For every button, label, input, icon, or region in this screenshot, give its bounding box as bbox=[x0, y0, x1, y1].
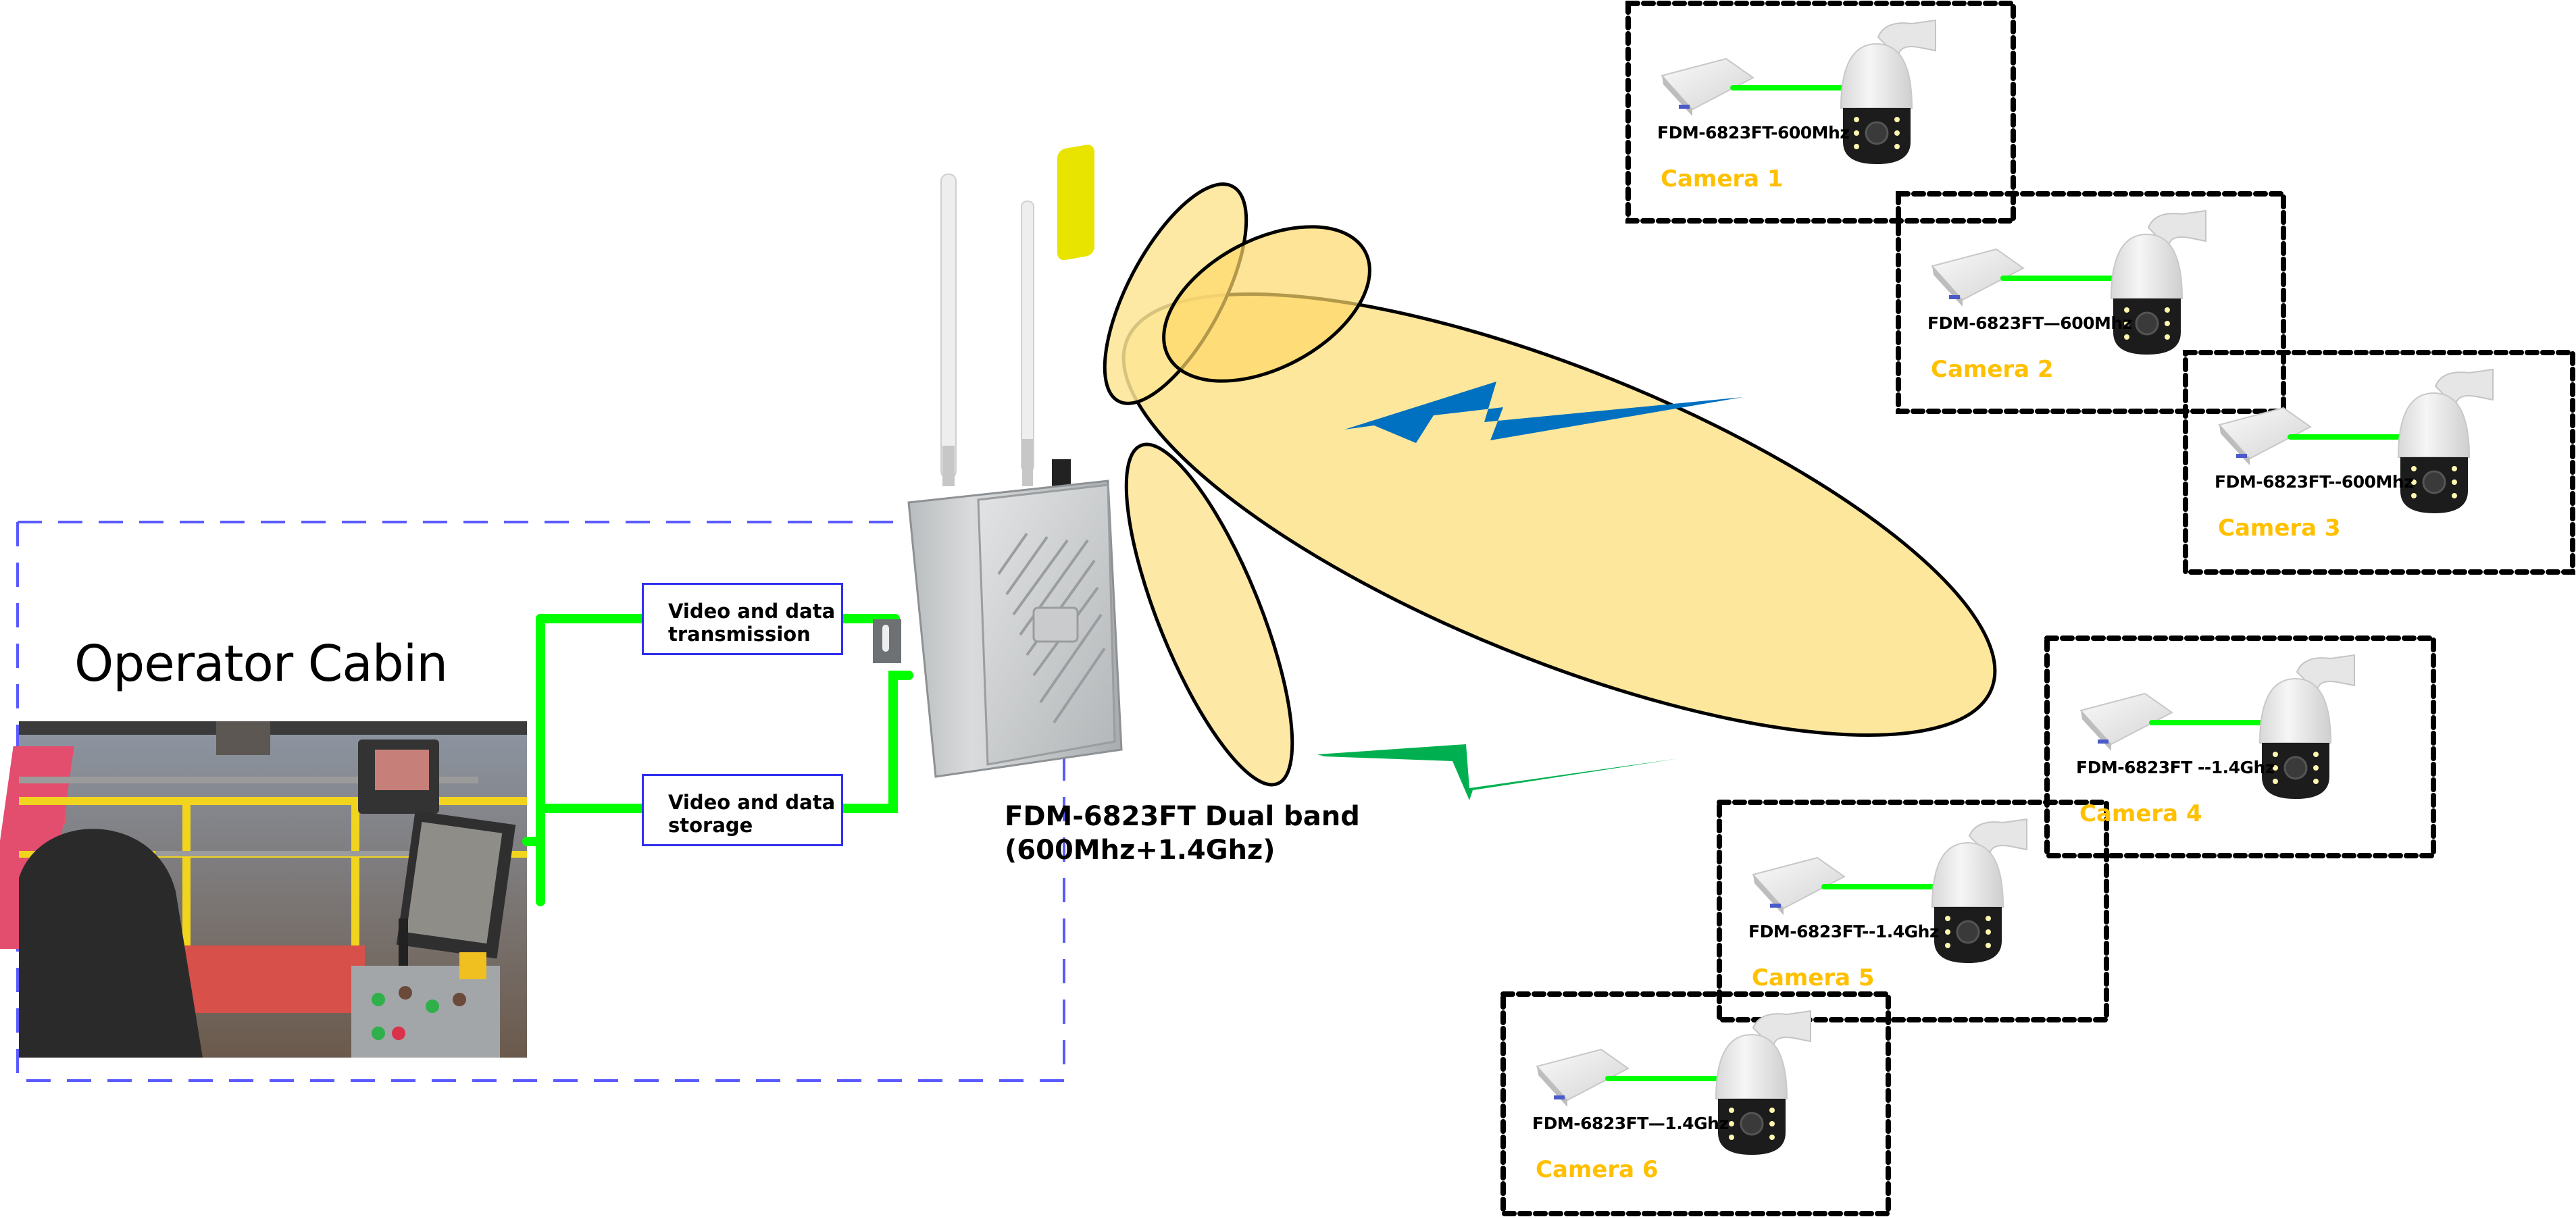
camera-box-border bbox=[1717, 800, 2109, 1022]
camera-unit-5 bbox=[1717, 800, 2109, 1022]
camera-unit-2 bbox=[1896, 191, 2286, 414]
camera-6-name: Camera 6 bbox=[1536, 1156, 1659, 1183]
camera-1-model: FDM-6823FT-600Mhz bbox=[1657, 123, 1850, 142]
camera-unit-1 bbox=[1625, 1, 2016, 224]
camera-box-border bbox=[1500, 991, 1891, 1216]
main-device-label: FDM-6823FT Dual band (600Mhz+1.4Ghz) bbox=[1005, 800, 1360, 867]
camera-unit-3 bbox=[2183, 350, 2575, 575]
transmission-label-line2: transmission bbox=[668, 623, 811, 646]
storage-label-line2: storage bbox=[668, 814, 753, 837]
cabin-boundary bbox=[16, 521, 1065, 1082]
storage-box: Video and data storage bbox=[642, 774, 843, 846]
client-radio-icon bbox=[1661, 57, 1754, 116]
camera-5-model: FDM-6823FT--1.4Ghz bbox=[1748, 922, 1940, 941]
client-radio-icon bbox=[1931, 248, 2025, 307]
transmission-label-line1: Video and data bbox=[668, 600, 836, 623]
camera-3-name: Camera 3 bbox=[2218, 515, 2341, 542]
storage-label-line1: Video and data bbox=[668, 791, 836, 814]
camera-1-name: Camera 1 bbox=[1661, 165, 1784, 192]
main-device bbox=[873, 145, 1123, 778]
radiation-pattern bbox=[1103, 182, 1997, 787]
camera-unit-4 bbox=[2044, 636, 2436, 858]
ptz-camera-icon bbox=[1840, 19, 1936, 164]
main-device-label-line2: (600Mhz+1.4Ghz) bbox=[1005, 835, 1276, 866]
camera-3-model: FDM-6823FT--600Mhz bbox=[2215, 472, 2414, 492]
client-radio-icon bbox=[2079, 692, 2173, 751]
client-radio-icon bbox=[2218, 407, 2312, 465]
cabin-title: Operator Cabin bbox=[74, 635, 448, 693]
beam-lobe-upper-2 bbox=[1162, 225, 1371, 383]
main-device-label-line1: FDM-6823FT Dual band bbox=[1005, 801, 1360, 832]
lightning-bolt-600mhz-icon bbox=[1344, 382, 1743, 443]
ptz-camera-icon bbox=[2397, 368, 2494, 513]
ptz-camera-icon bbox=[2258, 654, 2355, 799]
transmission-box: Video and data transmission bbox=[642, 583, 843, 655]
camera-box-border bbox=[2044, 636, 2436, 858]
camera-2-model: FDM-6823FT—600Mhz bbox=[1927, 313, 2132, 333]
client-radio-icon bbox=[1536, 1048, 1630, 1107]
ptz-camera-icon bbox=[1715, 1010, 1811, 1155]
camera-box-border bbox=[1625, 1, 2016, 224]
camera-2-name: Camera 2 bbox=[1931, 356, 2054, 383]
ptz-camera-icon bbox=[1931, 818, 2027, 963]
camera-4-model: FDM-6823FT --1.4Ghz bbox=[2076, 758, 2275, 777]
camera-box-border bbox=[1896, 191, 2286, 414]
link-storage-to-device bbox=[838, 671, 913, 813]
panel-antenna-icon bbox=[1057, 145, 1094, 261]
camera-unit-6 bbox=[1500, 991, 1891, 1216]
client-radio-icon bbox=[1752, 856, 1846, 915]
ptz-camera-icon bbox=[2110, 209, 2206, 355]
lightning-bolt-14ghz-icon bbox=[1317, 744, 1679, 800]
camera-4-name: Camera 4 bbox=[2079, 800, 2202, 827]
camera-5-name: Camera 5 bbox=[1752, 964, 1875, 991]
camera-6-model: FDM-6823FT—1.4Ghz bbox=[1532, 1114, 1729, 1133]
cabin-link-lines bbox=[522, 614, 913, 906]
camera-box-border bbox=[2183, 350, 2575, 575]
beam-lobe-lower bbox=[1124, 442, 1294, 787]
operator-cabin-photo bbox=[0, 721, 527, 1058]
